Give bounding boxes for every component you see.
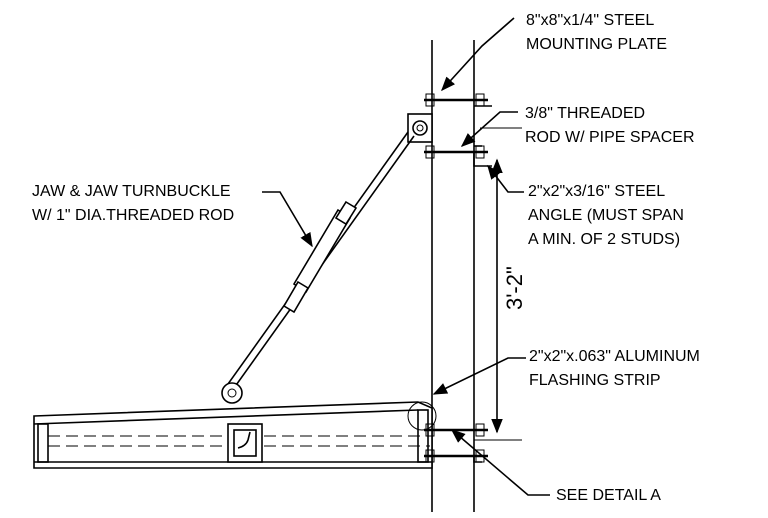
awning-frame [33,401,437,469]
upper-mounting-assembly [407,93,522,167]
callout-flashing-strip: 2"x2"x.063" ALUMINUM FLASHING STRIP [529,348,700,389]
wall-section [431,40,475,512]
callout-mounting-plate: 8"x8"x1/4" STEEL MOUNTING PLATE [526,12,667,53]
mounting-plate-line-2: MOUNTING PLATE [526,36,667,53]
dimension-label: 3'-2" [502,266,527,310]
callout-threaded-rod: 3/8" THREADED ROD W/ PIPE SPACER [525,105,695,146]
steel-angle-line-1: 2"x2"x3/16" STEEL [528,183,665,200]
callout-steel-angle: 2"x2"x3/16" STEEL ANGLE (MUST SPAN A MIN… [528,183,684,248]
flashing-strip-line-1: 2"x2"x.063" ALUMINUM [529,348,700,365]
callout-see-detail-a: SEE DETAIL A [556,487,661,504]
mounting-plate-line-1: 8"x8"x1/4" STEEL [526,12,654,29]
turnbuckle-rod [221,131,415,404]
leader-lines [262,17,550,496]
threaded-rod-line-2: ROD W/ PIPE SPACER [525,129,695,146]
threaded-rod-line-1: 3/8" THREADED [525,105,645,122]
callout-turnbuckle: JAW & JAW TURNBUCKLE W/ 1" DIA.THREADED … [32,183,234,224]
turnbuckle-line-2: W/ 1" DIA.THREADED ROD [32,207,234,224]
turnbuckle-line-1: JAW & JAW TURNBUCKLE [32,183,231,200]
flashing-strip-line-2: FLASHING STRIP [529,372,661,389]
steel-angle-line-2: ANGLE (MUST SPAN [528,207,684,224]
lower-mounting-assembly [424,423,522,463]
dimension-3-2: 3'-2" [491,158,527,434]
steel-angle-line-3: A MIN. OF 2 STUDS) [528,231,680,248]
